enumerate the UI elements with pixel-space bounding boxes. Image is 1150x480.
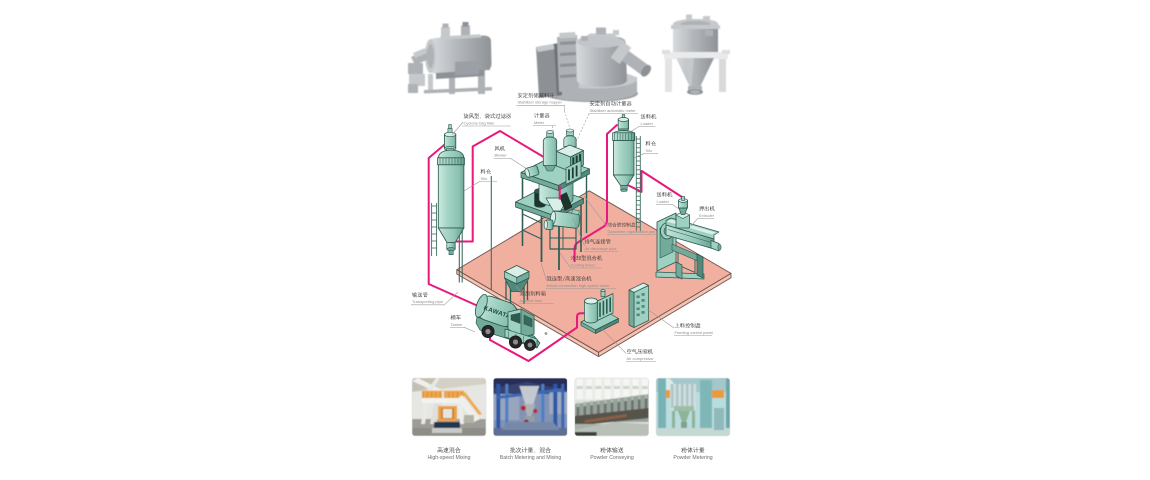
svg-text:Tanker: Tanker [451,322,464,327]
svg-text:Blower: Blower [495,153,508,158]
svg-text:High-speed Mixing: High-speed Mixing [428,455,471,461]
svg-text:Extruder: Extruder [699,213,715,218]
svg-text:Silo: Silo [646,148,653,153]
svg-text:Mixed connection high-speed mi: Mixed connection high-speed mixer [547,283,611,288]
svg-text:Silo: Silo [481,176,488,181]
svg-text:Additive tank: Additive tank [520,298,543,303]
svg-text:Powder Metering: Powder Metering [673,455,712,461]
svg-text:Batch Metering and Mixing: Batch Metering and Mixing [500,455,562,461]
svg-text:Stabilizer automatic meter: Stabilizer automatic meter [590,108,637,113]
svg-text:Cooling mixer: Cooling mixer [571,262,596,267]
svg-text:Cyclone bag filter: Cyclone bag filter [464,120,496,125]
svg-text:Air compressor: Air compressor [627,356,655,361]
svg-text:Transporting pipe: Transporting pipe [412,299,444,304]
svg-text:Air discharge pipe: Air discharge pipe [585,246,618,251]
svg-text:Feeding control panel: Feeding control panel [675,330,714,335]
svg-text:Powder Conveying: Powder Conveying [590,455,634,461]
svg-text:Gancelere organization pan: Gancelere organization pan [608,229,656,234]
svg-text:Stabilizer storage hopper: Stabilizer storage hopper [518,100,563,105]
svg-text:Meter: Meter [534,120,545,125]
svg-text:Loader: Loader [657,199,670,204]
svg-text:Loader: Loader [641,121,654,126]
